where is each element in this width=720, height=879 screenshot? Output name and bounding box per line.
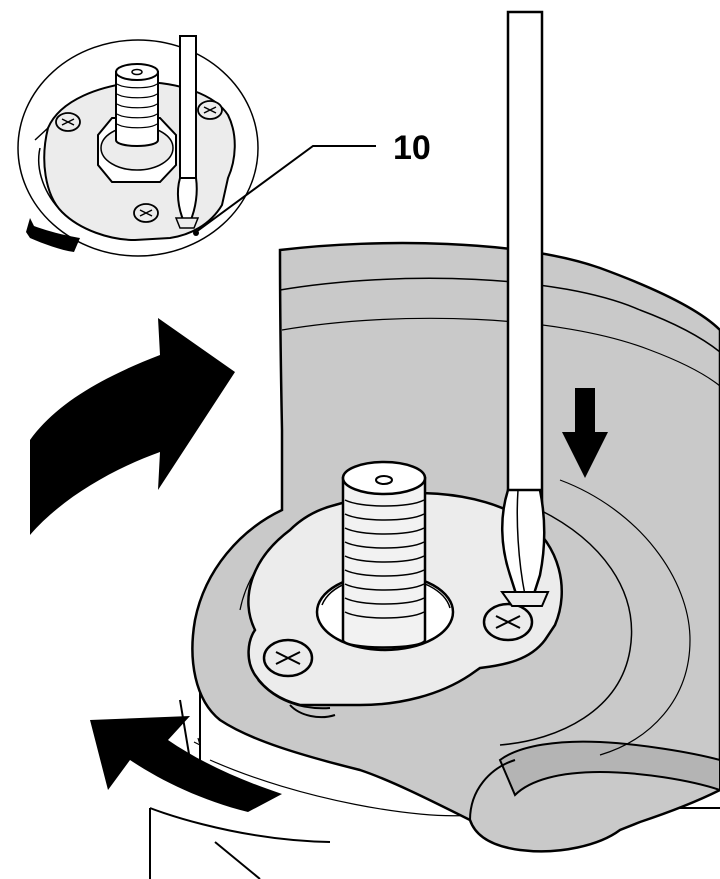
callout-10: 10: [193, 129, 431, 236]
rod-center-hole: [375, 475, 393, 485]
inset-detail: [17, 35, 259, 257]
turn-arrow-tip-mark: [193, 737, 201, 747]
plate-screw-right: [482, 602, 534, 642]
push-down-arrow: [562, 388, 608, 478]
inset-screw-1: [55, 112, 81, 132]
callout-leader-line: [195, 145, 376, 233]
shield-lip: [498, 740, 720, 797]
screwdriver: [500, 10, 550, 607]
turn-arrow: [90, 716, 282, 812]
big-rotation-arrow: [30, 318, 235, 535]
callout-leader-dot: [193, 230, 199, 236]
threaded-piston-rod: [341, 460, 427, 649]
inset-screw-3: [133, 203, 159, 223]
inset-screw-2: [197, 100, 223, 120]
plate-screw-left: [262, 638, 314, 678]
callout-label: 10: [393, 129, 431, 167]
inset-turn-arrow: [26, 218, 80, 252]
